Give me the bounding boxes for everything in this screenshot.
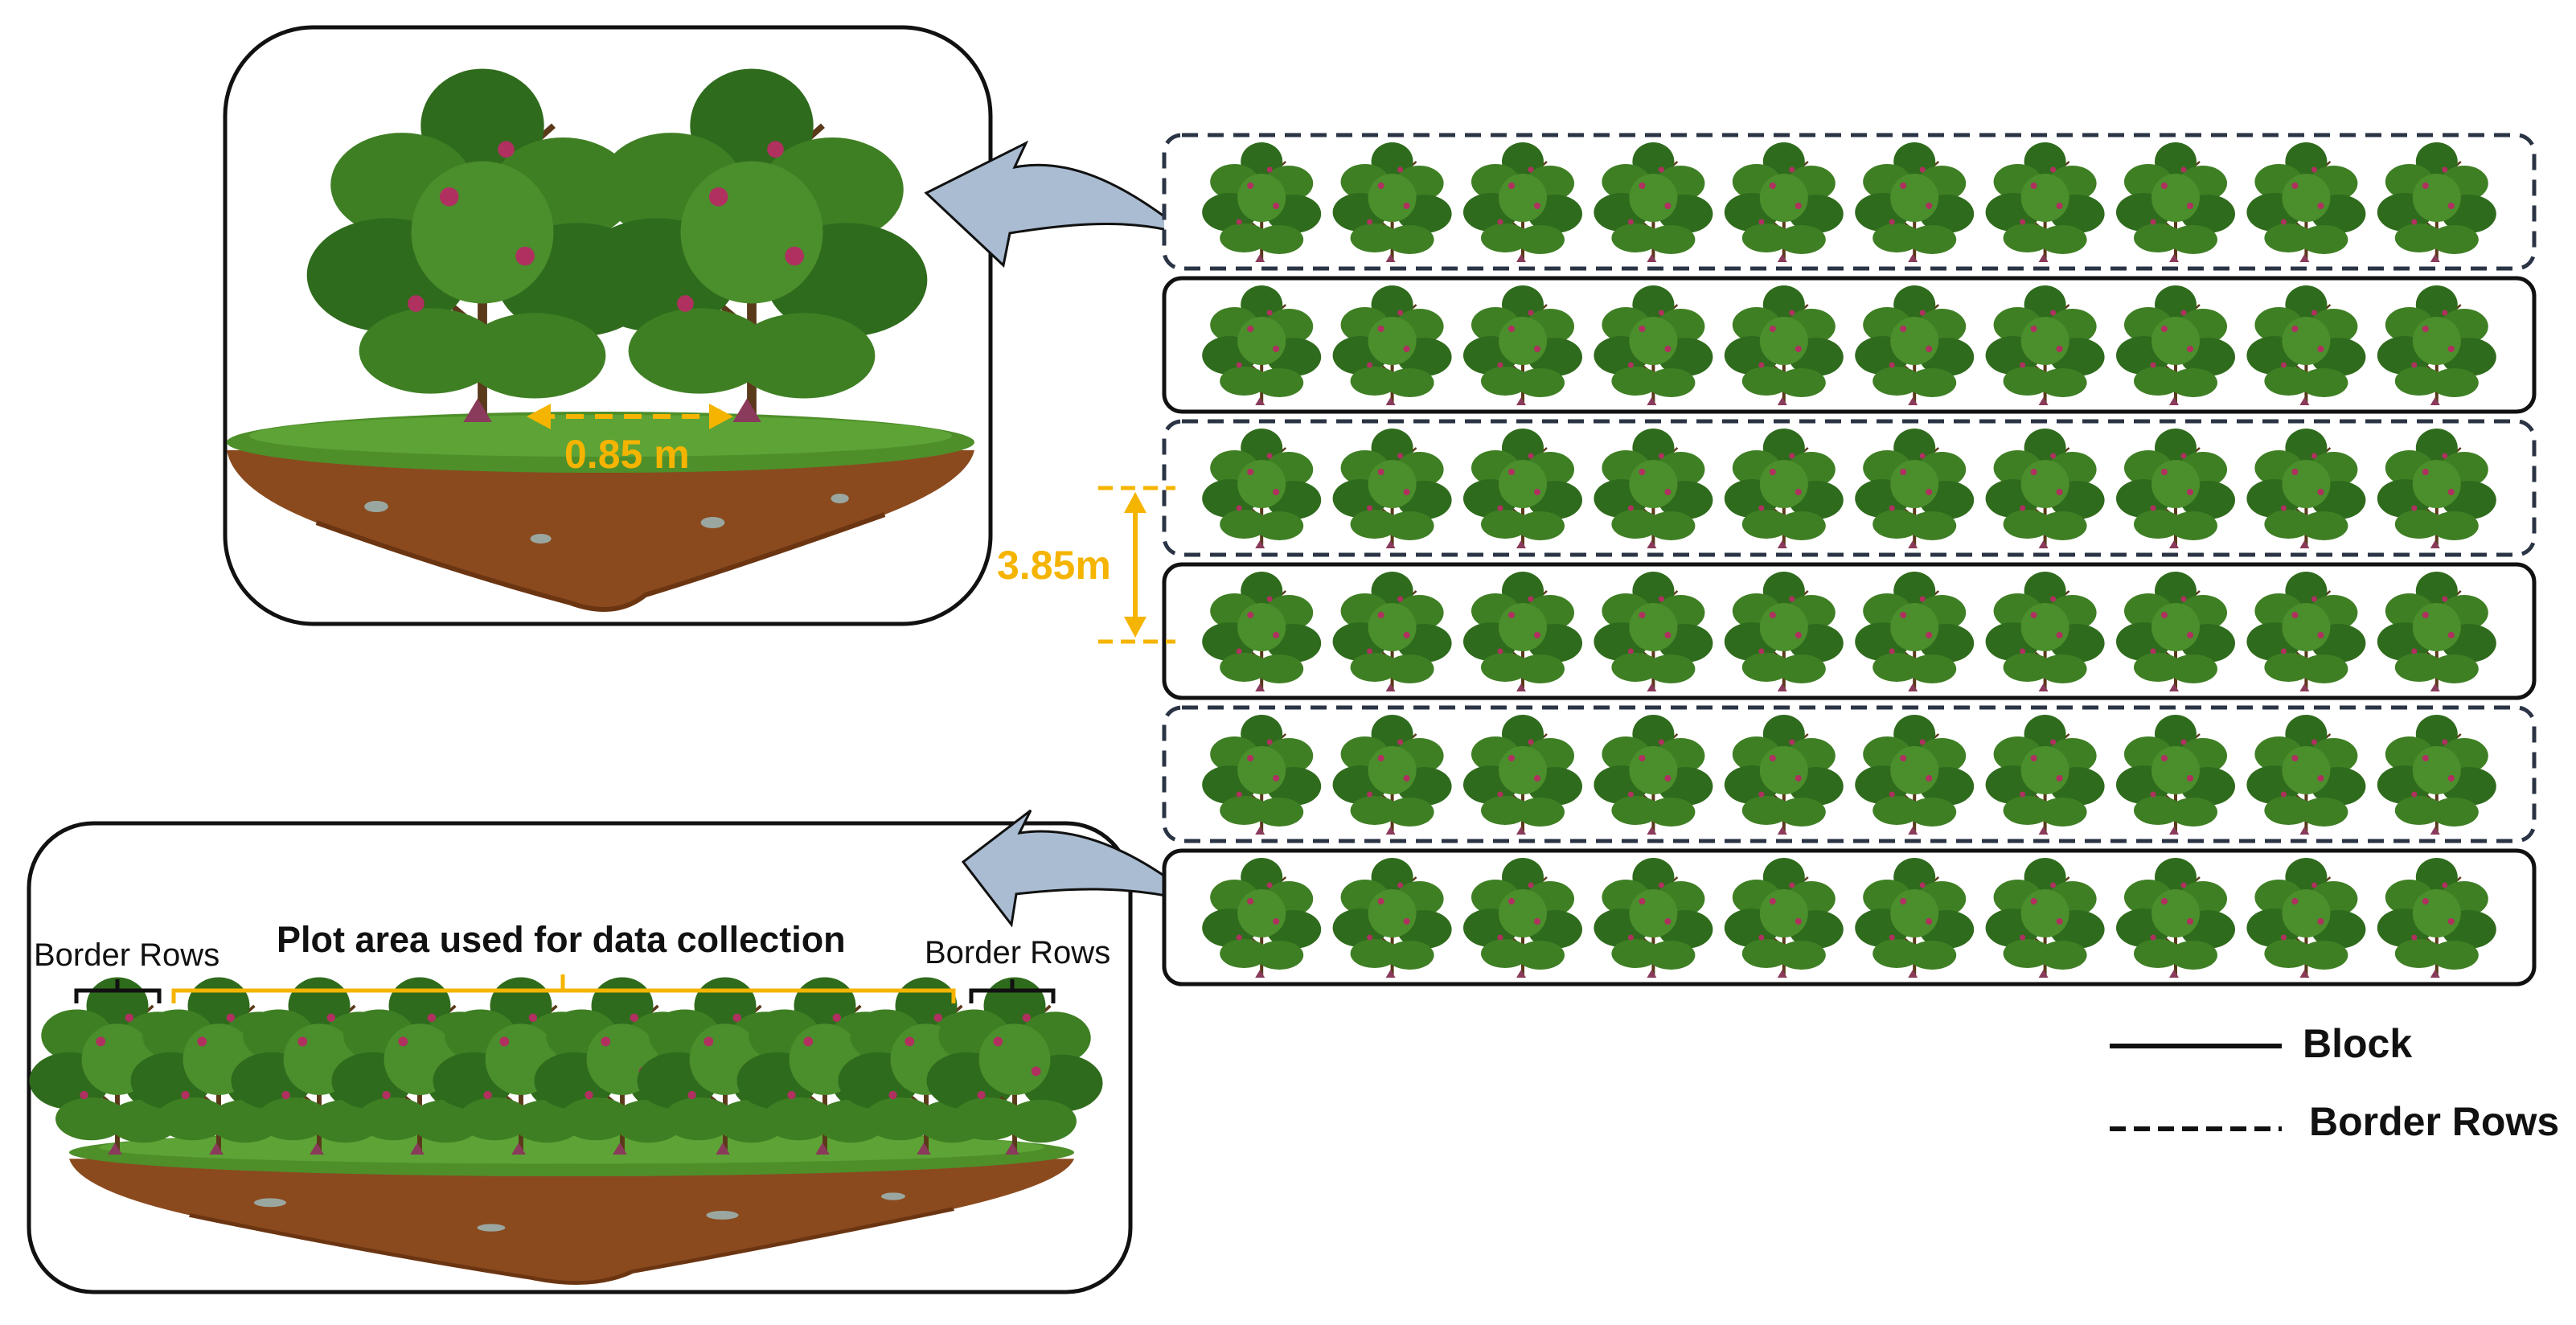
- block-row: [1162, 562, 2537, 700]
- block-row: [1162, 848, 2537, 987]
- plant-spacing-arrowhead-left: [527, 404, 551, 429]
- border-rows-bracket-right: [969, 979, 1056, 1003]
- border-row: [1162, 133, 2537, 271]
- plant-spacing-arrowhead-right: [709, 404, 733, 429]
- row-spacing-marker: [1098, 486, 1175, 644]
- legend-border-rows-label: Border Rows: [2309, 1099, 2560, 1144]
- border-rows-label-left: Border Rows: [34, 937, 220, 973]
- zoom-arrow-top: [924, 140, 1169, 268]
- border-row: [1162, 705, 2537, 843]
- plant-spacing-label: 0.85 m: [564, 432, 690, 477]
- plot-area-label: Plot area used for data collection: [277, 919, 846, 960]
- row-spacing-label: 3.85m: [997, 543, 1111, 588]
- field-layout: [1162, 133, 2537, 987]
- zoom-arrow-bottom: [961, 809, 1183, 928]
- border-row: [1162, 419, 2537, 557]
- block-row: [1162, 276, 2537, 414]
- plot-area-bracket: [171, 974, 956, 1003]
- legend-block-label: Block: [2303, 1021, 2413, 1066]
- border-rows-label-right: Border Rows: [925, 935, 1111, 970]
- border-rows-bracket-left: [74, 979, 162, 1003]
